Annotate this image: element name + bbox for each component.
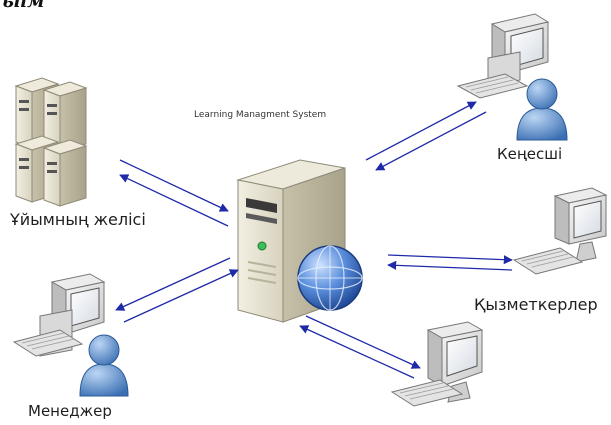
advisor-computer-icon [456, 13, 550, 99]
manager-computer-icon [12, 273, 106, 357]
connection-network-server [119, 159, 229, 227]
connection-staff-server [387, 254, 513, 271]
connection-manager-server [115, 257, 239, 323]
header-fragment: ыім [2, 0, 45, 12]
network-servers-icon [14, 77, 88, 207]
manager-label: Менеджер [28, 402, 112, 420]
connection-user-server [299, 315, 421, 379]
globe-icon [297, 245, 363, 311]
staff-computer-icon [512, 187, 608, 275]
manager-person-icon [79, 334, 129, 397]
system-title: Learning Managment System [194, 110, 327, 120]
advisor-label: Кеңесші [497, 145, 563, 163]
advisor-person-icon [516, 78, 568, 141]
user-computer-icon [390, 321, 484, 407]
organization-network-label: Ұйымның желісі [10, 210, 146, 229]
connection-advisor-server [365, 101, 487, 171]
staff-label: Қызметкерлер [474, 295, 598, 314]
